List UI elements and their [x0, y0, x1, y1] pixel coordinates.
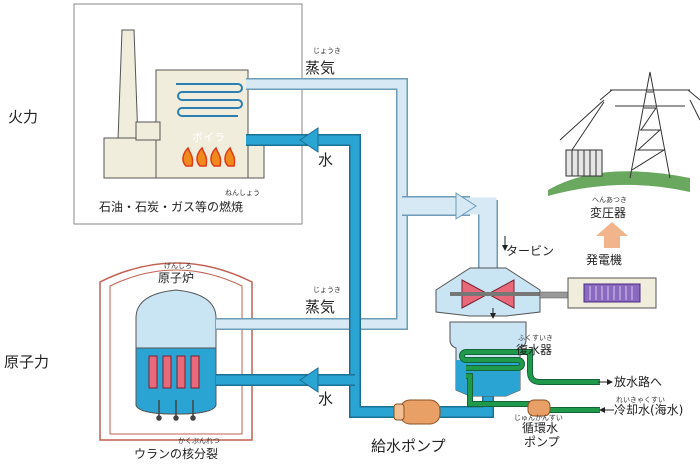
- turbine: [435, 267, 552, 317]
- boiler-coil: [176, 83, 243, 117]
- shaft: [539, 291, 571, 299]
- steam-top-ruby: じょうき: [313, 47, 341, 55]
- feed-water-pump: [393, 399, 441, 425]
- feed-pump-label: 給水ポンプ: [371, 437, 446, 455]
- steam-bottom-ruby: じょうき: [313, 286, 341, 294]
- condenser-label: 復水器: [516, 342, 552, 357]
- circulating-pump: [527, 399, 551, 417]
- steam-pipes: [216, 78, 498, 330]
- water-bottom-label: 水: [318, 390, 333, 408]
- reactor-label: 原子炉: [158, 271, 194, 285]
- fission-ruby: かくぶんれつ: [178, 437, 220, 445]
- reactor-ruby: げんしろ: [164, 261, 192, 270]
- transformer-ruby: へんあつき: [592, 196, 627, 204]
- fuel-combustion-label: 石油・石炭・ガス等の燃焼: [99, 199, 243, 214]
- up-arrow-icon: [596, 222, 628, 248]
- control-rod-pins: [156, 400, 196, 421]
- transmission-tower-icon: [548, 71, 700, 196]
- circ-pump-ruby: じゅんかんすい: [514, 414, 563, 422]
- generator: [567, 277, 657, 309]
- condenser-ruby: ふくすいき: [518, 334, 553, 342]
- fuel-rods: [148, 355, 200, 389]
- steam-bottom-label: 蒸気: [305, 298, 335, 316]
- reactor-vessel: [135, 289, 217, 415]
- generator-label: 発電機: [586, 252, 622, 267]
- discharge-label: 放水路へ: [614, 374, 662, 389]
- nuclear-label: 原子力: [4, 353, 49, 371]
- water-top-label: 水: [318, 151, 333, 169]
- turbine-label: タービン: [506, 244, 554, 258]
- boiler-label: ボイラ: [192, 131, 225, 144]
- water-pipes: [216, 127, 494, 418]
- transformer-label: 変圧器: [590, 205, 626, 220]
- circ-pump-label-2: ポンプ: [524, 435, 560, 449]
- fuel-combustion-ruby: ねんしょう: [225, 189, 260, 197]
- thermal-label: 火力: [8, 108, 38, 126]
- circ-pump-label: 循環水: [522, 421, 558, 435]
- steam-top-label: 蒸気: [305, 59, 335, 77]
- cooling-water-label: 冷却水(海水): [614, 402, 683, 417]
- fission-label: ウランの核分裂: [134, 447, 218, 461]
- cooling-water-ruby: れいきゃくすい: [616, 396, 665, 404]
- flame-icons: [182, 146, 236, 167]
